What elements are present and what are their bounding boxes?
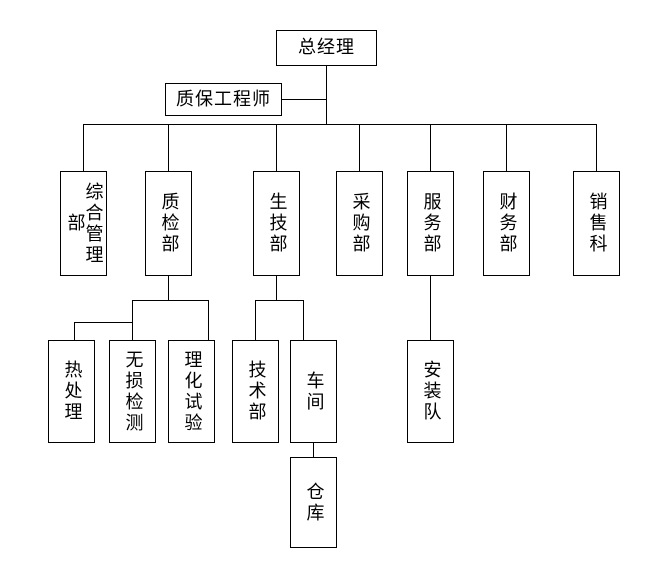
connector-production-tech-stem (276, 276, 277, 301)
node-procurement-label: 采购部 (349, 192, 371, 255)
node-general-manager[interactable]: 总经理 (276, 30, 377, 66)
node-production-tech-label: 生技部 (266, 192, 288, 255)
node-comprehensive-management[interactable]: 综合管理部 (60, 171, 107, 276)
connector-quality-inspection-stem (168, 276, 169, 301)
node-service[interactable]: 服务部 (407, 171, 454, 276)
connector-drop-workshop (303, 300, 304, 340)
node-warehouse[interactable]: 仓库 (290, 457, 337, 548)
connector-drop-service (430, 124, 431, 171)
node-quality-inspection-label: 质检部 (158, 192, 180, 255)
node-heat-treatment[interactable]: 热处理 (48, 340, 95, 443)
node-production-tech[interactable]: 生技部 (253, 171, 300, 276)
node-quality-inspection[interactable]: 质检部 (145, 171, 192, 276)
node-sales[interactable]: 销售科 (573, 171, 620, 276)
node-qa-engineer[interactable]: 质保工程师 (165, 83, 282, 116)
connector-drop-heat-treatment (74, 322, 75, 340)
node-installation-team[interactable]: 安装队 (407, 340, 454, 443)
node-general-manager-label: 总经理 (298, 37, 355, 59)
connector-service-to-installation-team (430, 276, 431, 340)
node-finance[interactable]: 财务部 (483, 171, 530, 276)
node-sales-label: 销售科 (586, 192, 608, 255)
connector-drop-procurement (359, 124, 360, 171)
node-procurement[interactable]: 采购部 (336, 171, 383, 276)
node-service-label: 服务部 (420, 192, 442, 255)
node-heat-treatment-label: 热处理 (61, 360, 83, 423)
node-comprehensive-management-label: 综合管理部 (64, 181, 104, 266)
node-technical-dept-label: 技术部 (245, 360, 267, 423)
node-workshop[interactable]: 车间 (290, 340, 337, 443)
node-ndt-label: 无损检测 (122, 349, 144, 434)
node-installation-team-label: 安装队 (420, 360, 442, 423)
node-physical-chemical-test-label: 理化试验 (181, 349, 203, 434)
connector-gm-spine (326, 66, 327, 125)
connector-quality-inspection-bus (132, 300, 209, 301)
node-physical-chemical-test[interactable]: 理化试验 (168, 340, 215, 443)
connector-drop-ndt (132, 300, 133, 340)
node-finance-label: 财务部 (496, 192, 518, 255)
connector-main-bus (83, 124, 597, 125)
connector-drop-production-tech (276, 124, 277, 171)
connector-qa-to-spine (282, 99, 327, 100)
node-ndt[interactable]: 无损检测 (109, 340, 156, 443)
connector-drop-sales (596, 124, 597, 171)
connector-drop-technical-dept (255, 300, 256, 340)
connector-drop-physical-chemical-test (208, 300, 209, 340)
connector-production-tech-bus (255, 300, 304, 301)
connector-workshop-to-warehouse (313, 443, 314, 457)
connector-drop-finance (506, 124, 507, 171)
node-warehouse-label: 仓库 (303, 481, 325, 524)
connector-drop-quality-inspection (168, 124, 169, 171)
node-technical-dept[interactable]: 技术部 (232, 340, 279, 443)
node-workshop-label: 车间 (303, 370, 325, 413)
node-qa-engineer-label: 质保工程师 (176, 88, 271, 110)
connector-drop-comprehensive-management (83, 124, 84, 171)
connector-heat-treatment-bus (74, 322, 133, 323)
